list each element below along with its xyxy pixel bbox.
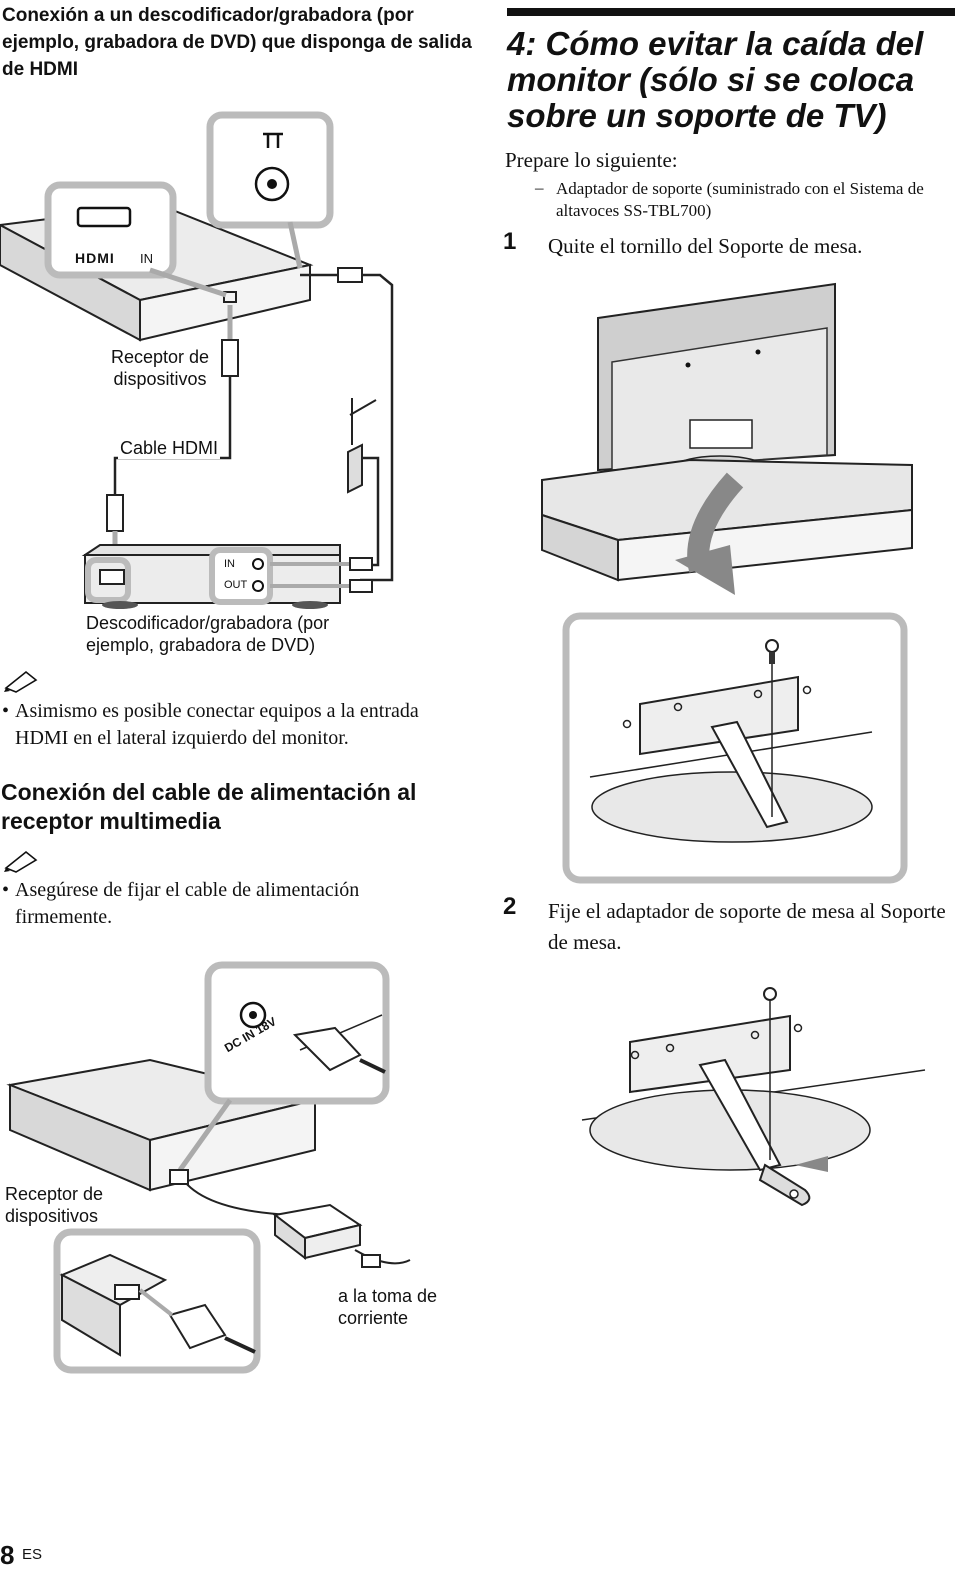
power-connection-diagram	[6, 961, 411, 1374]
page-language: ES	[22, 1546, 43, 1563]
note-1-text: Asimismo es posible conectar equipos a l…	[15, 700, 419, 749]
port-in-label: IN	[224, 558, 235, 570]
outlet-label: a la toma de corriente	[338, 1286, 438, 1328]
section-rule	[507, 8, 955, 16]
note-pencil-icon	[4, 670, 38, 693]
prepare-label: Prepare lo siguiente:	[505, 148, 678, 172]
step-2-text: Fije el adaptador de soporte de mesa al …	[548, 899, 946, 954]
power-heading: Conexión del cable de alimentación al re…	[1, 779, 417, 834]
port-out-label: OUT	[224, 579, 248, 591]
page-number: 8	[0, 1540, 15, 1570]
note-1-bullet: •	[2, 700, 10, 722]
hdmi-in-label: IN	[140, 251, 153, 266]
step-1-text: Quite el tornillo del Soporte de mesa.	[548, 234, 863, 258]
hdmi-logo: HDMI	[75, 250, 115, 266]
tv-stand-diagram	[541, 282, 913, 595]
hdmi-connection-diagram	[0, 111, 394, 609]
note-2-text: Asegúrese de fijar el cable de alimentac…	[15, 879, 360, 928]
decoder-label: Descodificador/grabadora (por ejemplo, g…	[86, 613, 330, 655]
right-section-heading: 4: Cómo evitar la caída del monitor (sól…	[507, 25, 924, 134]
receiver-label-1: Receptor de dispositivos	[110, 347, 210, 389]
note-pencil-icon	[4, 850, 38, 873]
note-2-bullet: •	[2, 879, 10, 901]
step-2-number: 2	[503, 893, 517, 920]
step-1-number: 1	[503, 228, 517, 255]
receiver-label-2: Receptor de dispositivos	[5, 1184, 104, 1226]
screw-removal-detail	[562, 612, 908, 884]
hdmi-cable-label: Cable HDMI	[118, 437, 221, 459]
left-section-heading: Conexión a un descodificador/grabadora (…	[2, 5, 472, 80]
prepare-dash: –	[535, 178, 544, 197]
stand-adapter-detail	[581, 987, 926, 1207]
prepare-item: Adaptador de soporte (suministrado con e…	[556, 179, 924, 220]
